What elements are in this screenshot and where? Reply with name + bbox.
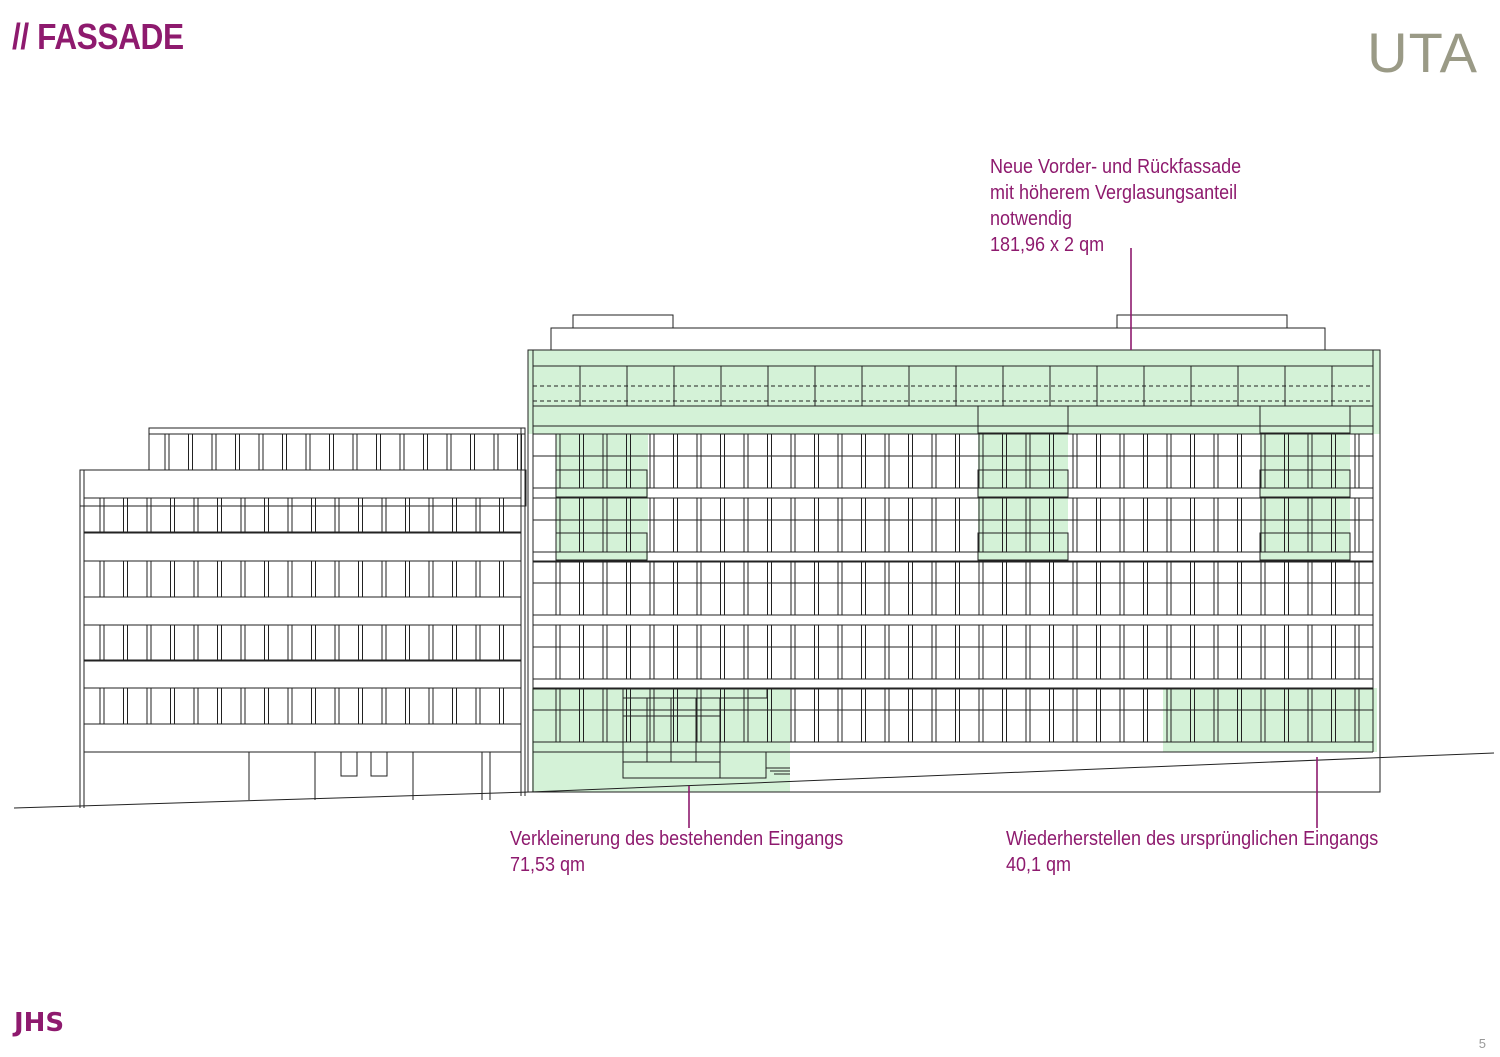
highlight-layer: [528, 350, 1380, 792]
annotation-line: Verkleinerung des bestehenden Eingangs: [510, 828, 844, 850]
page-number: 5: [1478, 1036, 1486, 1051]
brand-logo: UTA: [1367, 21, 1478, 84]
annotation-area: 71,53 qm: [510, 854, 586, 876]
annotation-line: Neue Vorder- und Rückfassade: [990, 156, 1242, 178]
annotation-line: mit höherem Verglasungsanteil: [990, 182, 1238, 204]
annotation-line: Wiederherstellen des ursprünglichen Eing…: [1006, 828, 1379, 850]
annotation-entrance-reduce: Verkleinerung des bestehenden Eingangs 7…: [510, 826, 843, 878]
annotation-entrance-restore: Wiederherstellen des ursprünglichen Eing…: [1006, 826, 1378, 878]
annotation-new-facade: Neue Vorder- und Rückfassade mit höherem…: [990, 154, 1241, 258]
page-title: // FASSADE: [12, 16, 184, 57]
annotation-line: notwendig: [990, 208, 1073, 230]
annotation-area: 181,96 x 2 qm: [990, 234, 1105, 256]
annotation-area: 40,1 qm: [1006, 854, 1072, 876]
linework-layer: [13, 314, 1495, 809]
footer-logo: JHS: [14, 1008, 65, 1038]
leader-lines: [688, 248, 1318, 828]
